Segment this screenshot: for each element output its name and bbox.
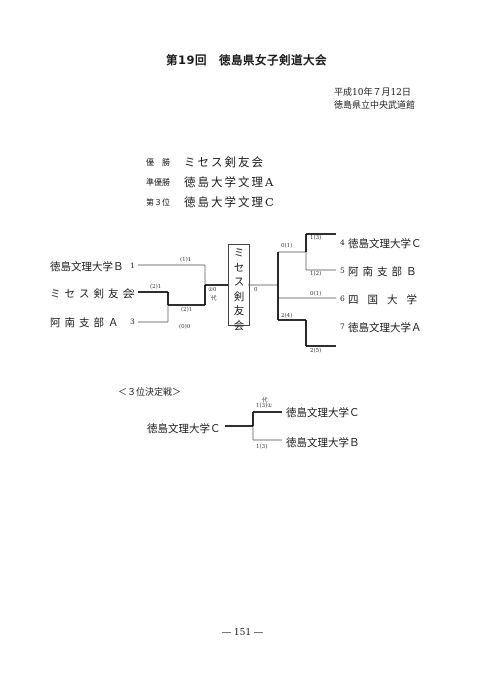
third-place-note: 代 (262, 398, 268, 404)
result-label-winner: 優 勝 (146, 158, 170, 167)
score-r7: 2(5) (310, 348, 322, 354)
result-value-third: 徳島大学文理C (184, 195, 276, 209)
score-final-right: 0 (254, 287, 258, 293)
left-seed-1: 1 (130, 261, 135, 270)
right-seed-7: 7 (340, 322, 345, 331)
right-seed-4: 4 (340, 238, 345, 247)
score-l3: (0)0 (179, 324, 191, 330)
right-team-5: 阿南支部Ｂ (348, 266, 421, 278)
result-label-third: 第３位 (146, 198, 170, 207)
right-team-6: 四国大学 (348, 294, 426, 306)
right-seed-5: 5 (340, 266, 345, 275)
third-place-top-team: 徳島文理大学Ｃ (286, 407, 360, 419)
score-r6: 0(1) (310, 291, 322, 297)
third-place-score-top: 1(3)① (256, 403, 273, 409)
score-l1: (1)1 (180, 257, 192, 263)
right-seed-6: 6 (340, 294, 345, 303)
right-team-7: 徳島文理大学Ａ (348, 322, 422, 334)
page-number: ― 151 ― (222, 628, 263, 638)
third-place-bottom-team: 徳島文理大学Ｂ (286, 437, 360, 449)
page-title: 第19回 徳島県女子剣道大会 (166, 53, 328, 67)
left-team-1: 徳島文理大学Ｂ (50, 261, 124, 273)
score-l2: (2)1 (150, 284, 162, 290)
score-l4: (2)1 (181, 307, 193, 313)
left-seed-2: 2 (130, 288, 135, 297)
result-label-runner-up: 準優勝 (146, 178, 170, 187)
left-team-3: 阿南支部Ａ (50, 317, 123, 329)
third-place-heading: ＜３位決定戦＞ (118, 388, 182, 398)
left-seed-3: 3 (130, 317, 135, 326)
event-venue: 徳島県立中央武道館 (334, 101, 416, 111)
score-final-left-note: 代 (211, 296, 217, 302)
left-team-2: ミセス剣友会 (50, 288, 137, 300)
result-value-winner: ミセス剣友会 (184, 155, 265, 169)
score-r4: 1(3) (310, 235, 322, 241)
score-r-bottom: 2(4) (281, 313, 293, 319)
score-final-left: ②0 (208, 287, 217, 293)
third-place-score-bottom: 1(3) (256, 444, 268, 450)
score-r5: 1(2) (310, 271, 322, 277)
event-date: 平成10年７月12日 (334, 88, 411, 98)
score-r-top: 0(1) (281, 243, 293, 249)
right-team-4: 徳島文理大学Ｃ (348, 238, 422, 250)
champion-name: ミセス剣友会 (233, 247, 245, 332)
result-value-runner-up: 徳島大学文理A (184, 175, 276, 189)
champion-box (228, 244, 250, 326)
third-place-left-team: 徳島文理大学Ｃ (147, 423, 221, 435)
